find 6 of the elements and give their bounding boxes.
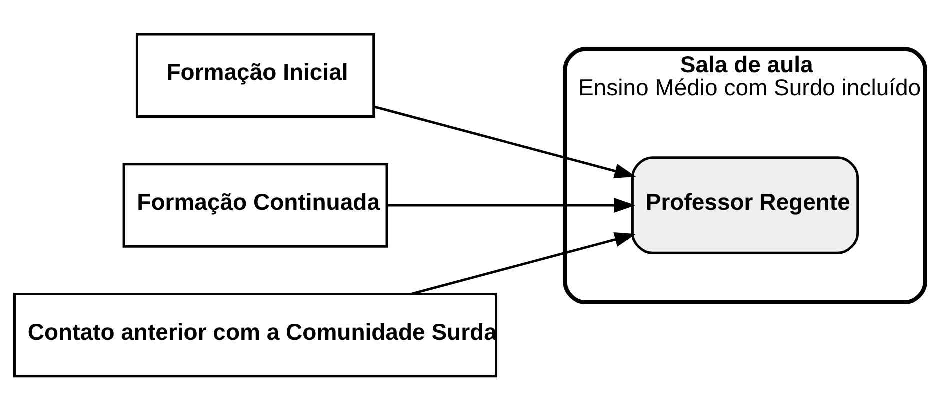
node-box: Formação Inicial <box>136 32 376 118</box>
arrow <box>411 232 636 295</box>
arrow <box>374 105 636 178</box>
node-box: Formação Continuada <box>122 162 388 248</box>
node-box: Professor Regente <box>631 156 860 254</box>
arrow <box>388 198 636 212</box>
